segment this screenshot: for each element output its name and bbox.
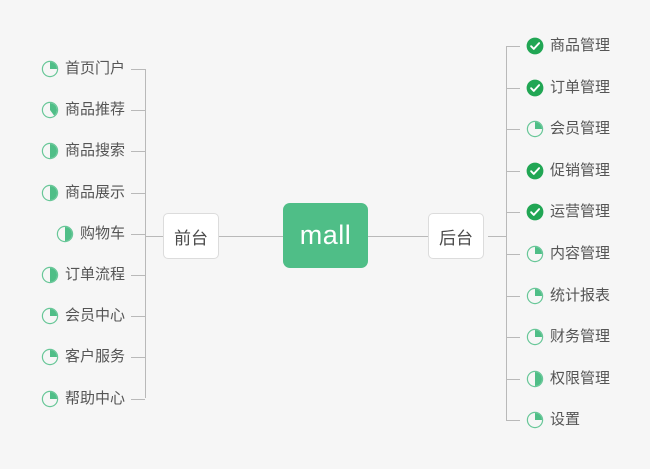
leaf-item-label: 商品管理 — [550, 37, 611, 54]
leaf-item[interactable]: 商品推荐 — [41, 99, 125, 121]
leaf-item[interactable]: 统计报表 — [526, 285, 610, 307]
branch-node-backend-label: 后台 — [439, 228, 473, 248]
center-to-backend-line — [367, 236, 429, 237]
pie-progress-icon — [41, 266, 59, 284]
right-branch-trunk-line — [488, 236, 507, 237]
leaf-item-label: 运营管理 — [550, 203, 611, 220]
leaf-item[interactable]: 设置 — [526, 409, 580, 431]
pie-progress-icon — [526, 370, 544, 388]
pie-progress-icon — [526, 411, 544, 429]
leaf-item-label: 内容管理 — [550, 245, 611, 262]
center-node-label: mall — [299, 220, 352, 250]
leaf-item-label: 商品推荐 — [64, 101, 125, 118]
pie-progress-icon — [526, 287, 544, 305]
left-branch-trunk-line — [145, 236, 164, 237]
leaf-item-label: 促销管理 — [550, 162, 611, 179]
pie-progress-icon — [41, 390, 59, 408]
pie-progress-icon — [526, 328, 544, 346]
leaf-connector-line — [506, 129, 520, 130]
check-circle-icon — [526, 37, 544, 55]
pie-progress-icon — [41, 307, 59, 325]
leaf-item[interactable]: 财务管理 — [526, 326, 610, 348]
left-spine-line — [145, 69, 146, 398]
leaf-item[interactable]: 订单流程 — [41, 264, 125, 286]
center-node[interactable]: mall — [283, 203, 368, 268]
leaf-item[interactable]: 购物车 — [56, 223, 125, 245]
pie-progress-icon — [526, 245, 544, 263]
leaf-connector-line — [506, 171, 520, 172]
leaf-item[interactable]: 首页门户 — [41, 58, 125, 80]
leaf-connector-line — [131, 399, 145, 400]
check-circle-icon — [526, 79, 544, 97]
leaf-connector-line — [131, 151, 145, 152]
leaf-connector-line — [131, 69, 145, 70]
leaf-item-label: 订单管理 — [550, 79, 611, 96]
center-to-frontend-line — [218, 236, 284, 237]
leaf-item[interactable]: 商品搜索 — [41, 140, 125, 162]
check-circle-icon — [526, 162, 544, 180]
leaf-connector-line — [506, 46, 520, 47]
branch-node-frontend[interactable]: 前台 — [163, 213, 219, 259]
pie-progress-icon — [526, 120, 544, 138]
leaf-item-label: 帮助中心 — [64, 390, 125, 407]
leaf-item[interactable]: 运营管理 — [526, 201, 610, 223]
leaf-item[interactable]: 内容管理 — [526, 243, 610, 265]
leaf-connector-line — [131, 234, 145, 235]
leaf-item[interactable]: 客户服务 — [41, 346, 125, 368]
leaf-item[interactable]: 订单管理 — [526, 77, 610, 99]
check-circle-icon — [526, 203, 544, 221]
leaf-item-label: 商品搜索 — [64, 142, 125, 159]
leaf-item-label: 权限管理 — [550, 370, 611, 387]
leaf-item-label: 会员管理 — [550, 120, 611, 137]
leaf-item[interactable]: 商品展示 — [41, 182, 125, 204]
leaf-item-label: 购物车 — [79, 225, 125, 242]
leaf-item-label: 订单流程 — [64, 266, 125, 283]
leaf-item-label: 商品展示 — [64, 184, 125, 201]
leaf-connector-line — [131, 110, 145, 111]
branch-node-backend[interactable]: 后台 — [428, 213, 484, 259]
leaf-item-label: 财务管理 — [550, 328, 611, 345]
leaf-item[interactable]: 促销管理 — [526, 160, 610, 182]
pie-progress-icon — [41, 101, 59, 119]
leaf-connector-line — [506, 254, 520, 255]
pie-progress-icon — [41, 184, 59, 202]
leaf-item[interactable]: 权限管理 — [526, 368, 610, 390]
leaf-connector-line — [506, 212, 520, 213]
leaf-connector-line — [506, 420, 520, 421]
leaf-connector-line — [131, 193, 145, 194]
leaf-item[interactable]: 会员中心 — [41, 305, 125, 327]
leaf-item-label: 设置 — [550, 411, 581, 428]
leaf-item[interactable]: 会员管理 — [526, 118, 610, 140]
pie-progress-icon — [41, 348, 59, 366]
branch-node-frontend-label: 前台 — [174, 228, 208, 248]
leaf-connector-line — [131, 316, 145, 317]
leaf-connector-line — [506, 296, 520, 297]
leaf-item-label: 客户服务 — [64, 348, 125, 365]
pie-progress-icon — [41, 142, 59, 160]
leaf-connector-line — [506, 379, 520, 380]
leaf-item[interactable]: 帮助中心 — [41, 388, 125, 410]
leaf-item-label: 统计报表 — [550, 287, 611, 304]
leaf-item[interactable]: 商品管理 — [526, 35, 610, 57]
leaf-item-label: 首页门户 — [64, 60, 125, 77]
leaf-connector-line — [506, 88, 520, 89]
right-spine-line — [506, 46, 507, 421]
leaf-item-label: 会员中心 — [64, 307, 125, 324]
leaf-connector-line — [506, 337, 520, 338]
leaf-connector-line — [131, 275, 145, 276]
pie-progress-icon — [56, 225, 74, 243]
pie-progress-icon — [41, 60, 59, 78]
leaf-connector-line — [131, 357, 145, 358]
